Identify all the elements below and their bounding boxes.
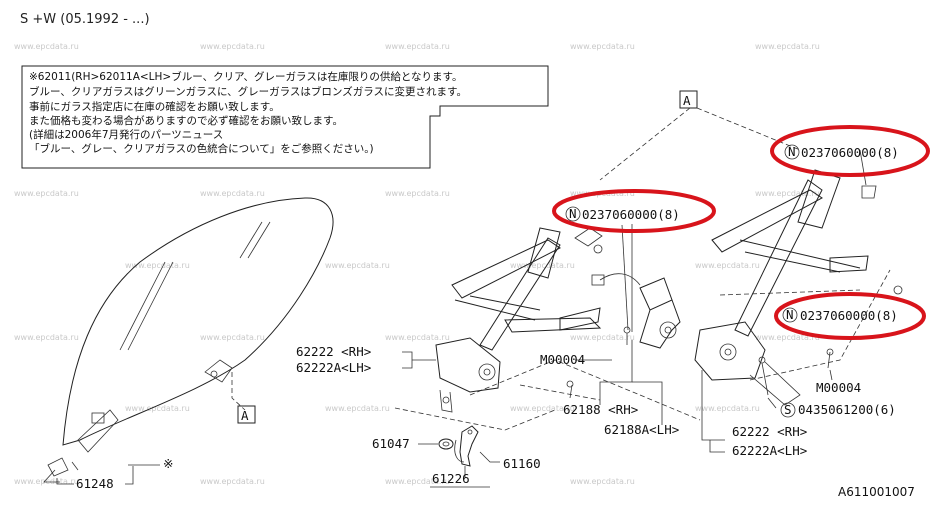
highlight-marks — [552, 125, 930, 340]
watermark: www.epcdata.ru — [325, 404, 390, 413]
label-0237060000-top: 0237060000(8) — [801, 145, 899, 160]
watermark: www.epcdata.ru — [14, 477, 79, 486]
note-line: 事前にガラス指定店に在庫の確認をお願い致します。 — [29, 100, 280, 113]
label-62222-rh-left: 62222 <RH> — [296, 344, 371, 359]
watermark: www.epcdata.ru — [385, 189, 450, 198]
highlight-ellipse — [552, 189, 716, 233]
label-m00004-left: M00004 — [540, 352, 585, 367]
ref-a-top: A — [599, 90, 801, 181]
label-62222a-lh-left: 62222A<LH> — [296, 360, 371, 375]
svg-text:A: A — [683, 93, 691, 108]
label-m00004-right: M00004 — [816, 380, 861, 395]
highlight-ellipse — [770, 125, 930, 177]
watermark: www.epcdata.ru — [14, 189, 79, 198]
watermark: www.epcdata.ru — [125, 404, 190, 413]
note-box: ※62011(RH>62011A<LH>ブルー、クリア、グレーガラスは在庫限りの… — [21, 65, 549, 169]
svg-text:A: A — [241, 408, 249, 423]
watermark: www.epcdata.ru — [510, 261, 575, 270]
window-regulator-left — [435, 227, 603, 413]
label-62188-rh: 62188 <RH> — [563, 402, 638, 417]
watermark: www.epcdata.ru — [755, 189, 820, 198]
leader-lines — [402, 224, 833, 478]
watermark: www.epcdata.ru — [755, 333, 820, 342]
label-61248: 61248 — [56, 466, 134, 491]
watermark: www.epcdata.ru — [695, 404, 760, 413]
label-62222a-lh-right: 62222A<LH> — [732, 443, 807, 458]
label-61226: 61226 — [432, 471, 470, 486]
window-regulator-right — [694, 149, 903, 406]
label-0237060000-right: 0237060000(8) — [800, 308, 898, 323]
window-glass — [43, 197, 334, 483]
label-61160: 61160 — [503, 456, 541, 471]
note-line: (詳細は2006年7月発行のパーツニュース — [29, 128, 223, 141]
star-mark: ※ — [163, 456, 173, 471]
watermark: www.epcdata.ru — [200, 189, 265, 198]
n-mark: N — [788, 144, 796, 159]
note-line: 「ブルー、グレー、クリアガラスの色統合について」をご参照ください。) — [29, 142, 374, 155]
watermark: www.epcdata.ru — [510, 404, 575, 413]
watermark: www.epcdata.ru — [200, 333, 265, 342]
watermark: www.epcdata.ru — [385, 42, 450, 51]
note-line: ※62011(RH>62011A<LH>ブルー、クリア、グレーガラスは在庫限りの… — [29, 70, 462, 83]
n-mark: N — [569, 206, 577, 221]
watermark: www.epcdata.ru — [200, 477, 265, 486]
watermark: www.epcdata.ru — [14, 333, 79, 342]
small-parts — [438, 348, 834, 467]
label-62222-rh-right: 62222 <RH> — [732, 424, 807, 439]
watermark: www.epcdata.ru — [325, 261, 390, 270]
watermark: www.epcdata.ru — [570, 42, 635, 51]
label-61047: 61047 — [372, 436, 410, 451]
label-0435061200: 0435061200(6) — [798, 402, 896, 417]
label-0237060000-mid: 0237060000(8) — [582, 207, 680, 222]
watermark: www.epcdata.ru — [200, 42, 265, 51]
ref-a-left: A — [237, 405, 256, 424]
watermark: www.epcdata.ru — [570, 333, 635, 342]
note-line: また価格も変わる場合がありますので必ず確認をお願い致します。 — [29, 114, 343, 127]
watermark: www.epcdata.ru — [385, 333, 450, 342]
watermark: www.epcdata.ru — [755, 42, 820, 51]
callouts: N 0237060000(8) N 0237060000(8) N 023706… — [296, 144, 899, 488]
page-title: S +W (05.1992 - ...) — [20, 12, 150, 27]
watermark: www.epcdata.ru — [385, 477, 450, 486]
note-line: ブルー、クリアガラスはグリーンガラスに、グレーガラスはブロンズガラスに変更されま… — [29, 85, 467, 98]
svg-text:61248: 61248 — [76, 476, 114, 491]
watermark: www.epcdata.ru — [570, 477, 635, 486]
s-mark: S — [784, 402, 792, 417]
diagram-code: A611001007 — [838, 485, 915, 499]
highlight-ellipse — [774, 292, 926, 340]
n-mark: N — [786, 307, 794, 322]
watermark: www.epcdata.ru — [125, 261, 190, 270]
watermark: www.epcdata.ru — [695, 261, 760, 270]
label-62188a-lh: 62188A<LH> — [604, 422, 679, 437]
window-motor — [591, 224, 681, 349]
watermark: www.epcdata.ru — [14, 42, 79, 51]
dashed-frame — [394, 269, 891, 431]
